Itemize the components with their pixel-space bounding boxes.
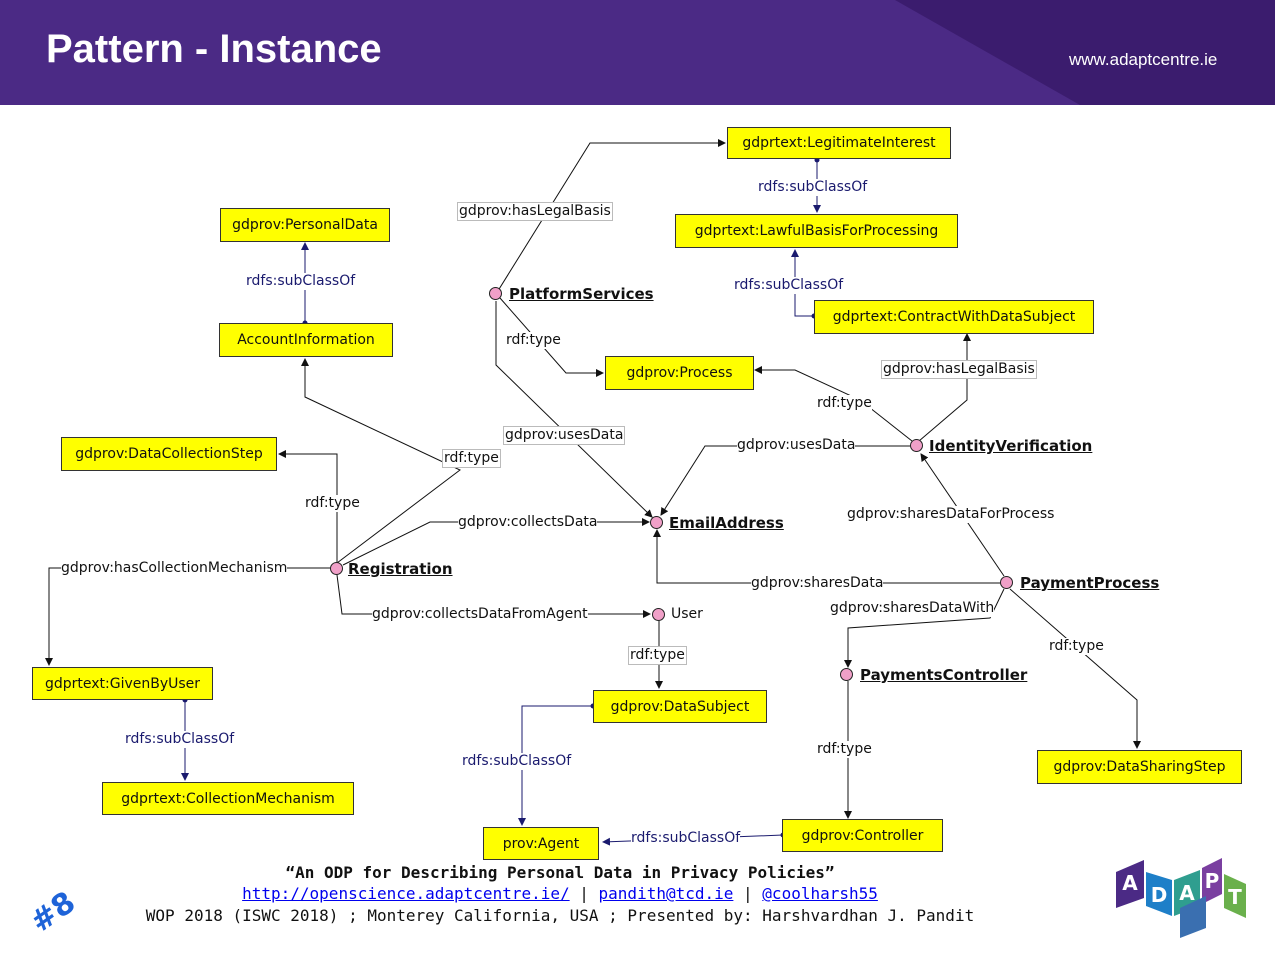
label-user: User [671, 606, 703, 622]
link-email[interactable]: pandith@tcd.ie [598, 884, 734, 903]
edge-subclass-contract [791, 249, 814, 317]
class-lawful-basis: gdprtext:LawfulBasisForProcessing [675, 214, 958, 248]
class-account-information: AccountInformation [219, 323, 393, 357]
class-personal-data: gdprov:PersonalData [220, 208, 390, 242]
class-controller: gdprov:Controller [782, 819, 943, 852]
logo-letter: P [1205, 869, 1220, 893]
edge-has-legal-basis-2 [918, 333, 971, 442]
link-site[interactable]: http://openscience.adaptcentre.ie/ [242, 884, 570, 903]
logo-letter: A [1122, 871, 1138, 895]
edge-label-shares-data: gdprov:sharesData [751, 575, 884, 592]
edge-label-type-payment: rdf:type [1049, 638, 1104, 655]
class-prov-agent: prov:Agent [483, 827, 599, 860]
edge-label-uses-data-identity: gdprov:usesData [737, 437, 856, 454]
header-banner [0, 0, 1275, 105]
label-registration: Registration [348, 560, 453, 578]
logo-letter: D [1151, 883, 1168, 907]
edge-label-subclass-account: rdfs:subClassOf [246, 273, 356, 290]
label-email-address: EmailAddress [669, 514, 784, 532]
edge-label-uses-data-platform: gdprov:usesData [503, 426, 626, 445]
class-data-collection-step: gdprov:DataCollectionStep [61, 437, 277, 471]
footer-quote: “An ODP for Describing Personal Data in … [285, 863, 835, 882]
footer-separator: | [733, 884, 763, 903]
edge-label-collects-data-from-agent: gdprov:collectsDataFromAgent [372, 606, 588, 623]
edge-label-has-legal-basis-2: gdprov:hasLegalBasis [881, 360, 1037, 379]
edge-label-shares-data-with: gdprov:sharesDataWith [830, 600, 995, 617]
edge-label-type-platform: rdf:type [506, 332, 561, 349]
edge-type-registration [278, 450, 338, 562]
node-user [652, 608, 665, 621]
label-identity-verification: IdentityVerification [929, 437, 1093, 455]
label-payments-controller: PaymentsController [860, 666, 1028, 684]
edge-label-shares-data-for-process: gdprov:sharesDataForProcess [847, 506, 1055, 523]
footer-separator: | [569, 884, 599, 903]
footer-credits: WOP 2018 (ISWC 2018) ; Monterey Californ… [145, 906, 975, 925]
edge-label-collects-data: gdprov:collectsData [458, 514, 598, 531]
edge-has-legal-basis-1 [495, 139, 726, 295]
class-legitimate-interest: gdprtext:LegitimateInterest [727, 127, 951, 159]
edge-type-identity [754, 366, 913, 442]
edge-type-platform [499, 297, 604, 377]
edge-label-has-legal-basis-1: gdprov:hasLegalBasis [457, 202, 613, 221]
edge-has-collection-mechanism [45, 567, 331, 666]
edge-label-subclass-data-subject: rdfs:subClassOf [462, 753, 572, 770]
edge-label-type-user: rdf:type [628, 646, 687, 665]
class-data-sharing-step: gdprov:DataSharingStep [1037, 750, 1242, 784]
logo-letter: A [1179, 881, 1195, 905]
edge-uses-data-platform [495, 301, 653, 518]
class-data-subject: gdprov:DataSubject [593, 690, 767, 723]
site-url[interactable]: www.adaptcentre.ie [1069, 50, 1218, 69]
label-payment-process: PaymentProcess [1020, 574, 1160, 592]
edge-shares-data [653, 529, 1000, 584]
adapt-logo: A D A P T [1116, 858, 1246, 938]
logo-letter: T [1228, 885, 1242, 909]
link-twitter[interactable]: @coolharsh55 [762, 884, 878, 903]
class-process: gdprov:Process [605, 356, 754, 390]
class-contract-with-subject: gdprtext:ContractWithDataSubject [814, 300, 1094, 334]
node-registration [330, 562, 343, 575]
edge-type-account [301, 358, 461, 564]
class-collection-mechanism: gdprtext:CollectionMechanism [102, 782, 354, 815]
edge-label-type-controller: rdf:type [817, 741, 872, 758]
slide-title: Pattern - Instance [46, 27, 382, 71]
edge-label-type-registration: rdf:type [305, 495, 360, 512]
node-email-address [650, 516, 663, 529]
label-platform-services: PlatformServices [509, 285, 654, 303]
edge-uses-data-identity [660, 445, 910, 516]
edge-label-subclass-contract: rdfs:subClassOf [734, 277, 844, 294]
edge-label-has-collection-mechanism: gdprov:hasCollectionMechanism [61, 560, 288, 577]
edge-label-type-identity: rdf:type [817, 395, 872, 412]
edge-label-subclass-controller: rdfs:subClassOf [631, 830, 741, 847]
footer-links: http://openscience.adaptcentre.ie/ | pan… [0, 884, 1120, 903]
edge-label-subclass-given-by-user: rdfs:subClassOf [125, 731, 235, 748]
node-payment-process [1000, 576, 1013, 589]
edge-label-type-account: rdf:type [442, 449, 501, 468]
edge-shares-data-with [844, 588, 1005, 668]
edge-label-subclass-legit: rdfs:subClassOf [758, 179, 868, 196]
node-identity-verification [910, 439, 923, 452]
node-platform-services [489, 287, 502, 300]
node-payments-controller [840, 668, 853, 681]
edge-type-payment [1009, 588, 1141, 749]
class-given-by-user: gdprtext:GivenByUser [32, 667, 213, 700]
edge-subclass-data-subject [518, 705, 593, 826]
